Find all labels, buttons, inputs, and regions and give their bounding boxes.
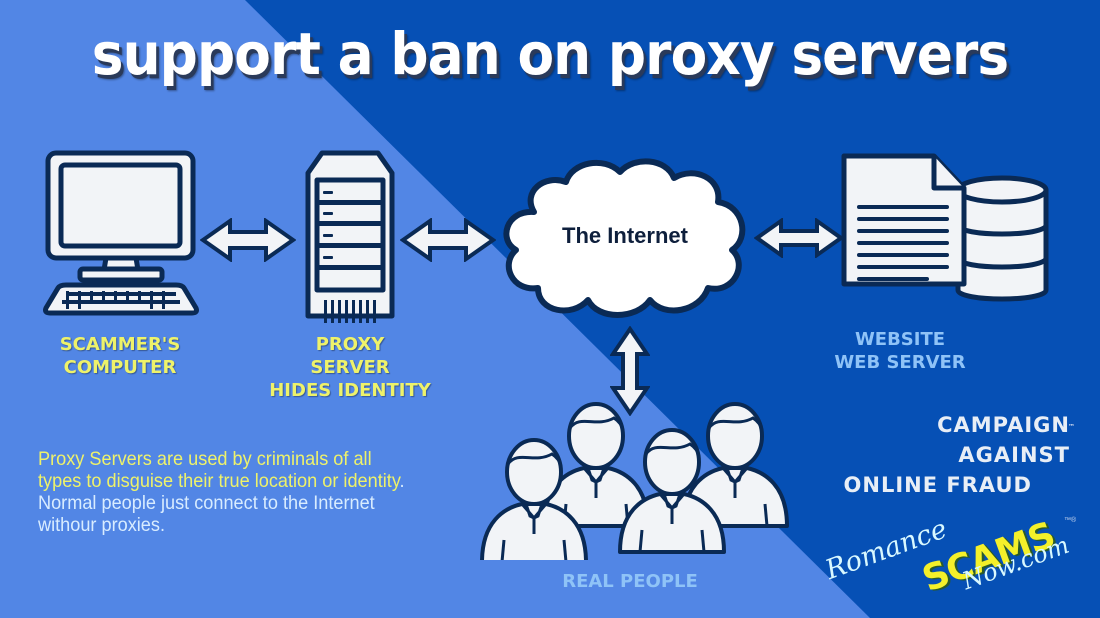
description-text: Proxy Servers are used by criminals of a… — [38, 448, 410, 536]
cloud-icon — [503, 158, 746, 318]
real-people-label: REAL PEOPLE — [562, 571, 698, 592]
double-arrow-horizontal-icon — [200, 218, 296, 262]
description-rest: . Normal people just connect to the Inte… — [38, 470, 405, 536]
internet-label: The Internet — [562, 223, 688, 248]
scammer-computer-label: SCAMMER'S COMPUTER — [59, 334, 181, 378]
double-arrow-horizontal-icon — [754, 218, 844, 258]
double-arrow-vertical-icon — [610, 326, 650, 416]
campaign-trademark: ™ — [1068, 423, 1076, 431]
description-highlight: Proxy Servers are used by criminals of a… — [38, 448, 400, 492]
campaign-badge: CAMPAIGN AGAINST ONLINE FRAUD ™ — [820, 410, 1075, 500]
document-database-icon — [841, 153, 1049, 302]
website-label: WEBSITE WEB SERVER — [834, 329, 966, 373]
campaign-line2: ONLINE FRAUD — [843, 473, 1032, 497]
romance-scams-now-logo: Romance SCAMS Now.com ™® — [821, 514, 1082, 610]
logo-trademark: ™® — [1064, 517, 1077, 524]
page-title: support a ban on proxy servers — [91, 20, 1009, 88]
server-tower-icon — [305, 150, 395, 323]
double-arrow-horizontal-icon — [400, 218, 496, 262]
people-group-icon — [480, 402, 789, 560]
desktop-computer-icon — [43, 150, 199, 316]
proxy-server-label: PROXY SERVER HIDES IDENTITY — [269, 334, 431, 401]
campaign-line1: CAMPAIGN AGAINST — [937, 413, 1070, 467]
